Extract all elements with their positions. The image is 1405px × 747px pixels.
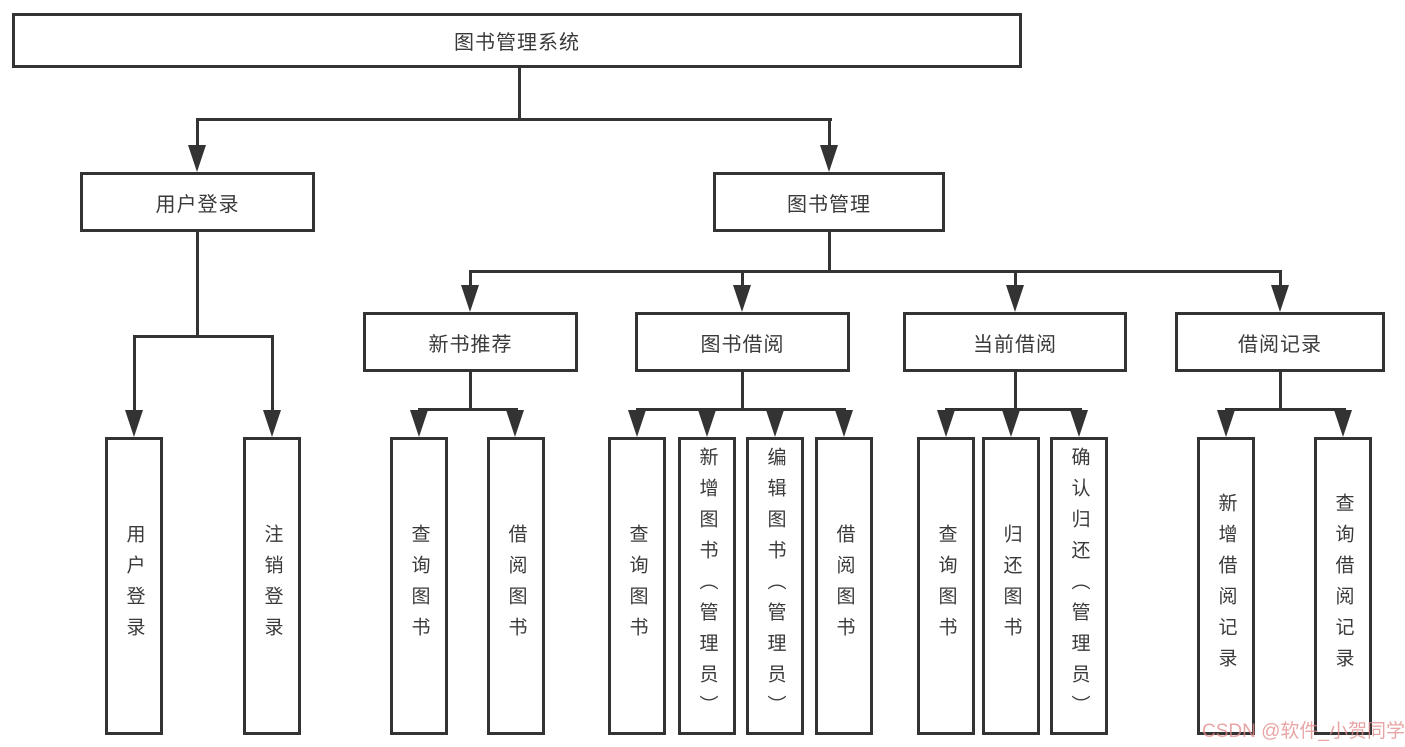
- connector-line: [133, 335, 136, 410]
- connector-line: [1225, 408, 1346, 411]
- node-confirm-return-admin-label: 确认归还（管理员）: [1068, 446, 1090, 726]
- node-root-label: 图书管理系统: [454, 32, 580, 54]
- node-book-management: 图书管理: [713, 172, 945, 232]
- connector-line: [469, 270, 472, 285]
- connector-line: [945, 408, 1082, 411]
- node-query-books-borrow: 查询图书: [608, 437, 666, 735]
- arrow-down-icon: [733, 285, 751, 312]
- connector-line: [828, 232, 831, 270]
- connector-line: [518, 68, 521, 118]
- node-add-borrow-record-label: 新增借阅记录: [1215, 493, 1237, 679]
- node-user-login-leaf: 用户登录: [105, 437, 163, 735]
- arrow-down-icon: [1002, 410, 1020, 437]
- watermark: CSDN @软件_小贺同学: [1202, 721, 1405, 742]
- arrow-down-icon: [263, 410, 281, 437]
- connector-line: [828, 118, 831, 145]
- connector-line: [196, 232, 199, 335]
- node-return-books: 归还图书: [982, 437, 1040, 735]
- arrow-down-icon: [188, 145, 206, 172]
- connector-line: [1014, 372, 1017, 408]
- node-query-books-recommend-label: 查询图书: [408, 524, 430, 648]
- connector-line: [469, 270, 1282, 273]
- node-query-books-current: 查询图书: [917, 437, 975, 735]
- node-borrow-records: 借阅记录: [1175, 312, 1385, 372]
- node-borrow-books-label: 借阅图书: [833, 524, 855, 648]
- node-borrow-books: 借阅图书: [815, 437, 873, 735]
- node-user-login: 用户登录: [80, 172, 315, 232]
- node-user-login-label: 用户登录: [155, 193, 240, 216]
- node-borrow-books-recommend: 借阅图书: [487, 437, 545, 735]
- connector-line: [271, 335, 274, 410]
- node-user-login-leaf-label: 用户登录: [123, 524, 145, 648]
- connector-line: [418, 408, 518, 411]
- node-book-borrowing: 图书借阅: [635, 312, 850, 372]
- arrow-down-icon: [1271, 285, 1289, 312]
- node-borrow-records-label: 借阅记录: [1238, 333, 1322, 356]
- connector-line: [196, 118, 832, 121]
- connector-line: [196, 118, 199, 145]
- connector-line: [1279, 270, 1282, 285]
- connector-line: [636, 408, 846, 411]
- node-logout-leaf: 注销登录: [243, 437, 301, 735]
- node-return-books-label: 归还图书: [1000, 524, 1022, 648]
- node-edit-books-admin-label: 编辑图书（管理员）: [764, 446, 786, 726]
- node-query-books-borrow-label: 查询图书: [626, 524, 648, 648]
- node-root: 图书管理系统: [12, 13, 1022, 68]
- node-query-borrow-record-label: 查询借阅记录: [1332, 493, 1354, 679]
- arrow-down-icon: [628, 410, 646, 437]
- node-query-books-current-label: 查询图书: [935, 524, 957, 648]
- connector-line: [1279, 372, 1282, 408]
- arrow-down-icon: [410, 410, 428, 437]
- node-add-books-admin-label: 新增图书（管理员）: [696, 446, 718, 726]
- arrow-down-icon: [937, 410, 955, 437]
- arrow-down-icon: [1217, 410, 1235, 437]
- node-edit-books-admin: 编辑图书（管理员）: [746, 437, 804, 735]
- arrow-down-icon: [506, 410, 524, 437]
- node-book-management-label: 图书管理: [787, 193, 871, 216]
- connector-line: [133, 335, 274, 338]
- node-current-borrowing-label: 当前借阅: [973, 333, 1057, 356]
- arrow-down-icon: [820, 145, 838, 172]
- node-add-books-admin: 新增图书（管理员）: [678, 437, 736, 735]
- node-query-books-recommend: 查询图书: [390, 437, 448, 735]
- node-book-borrowing-label: 图书借阅: [700, 333, 785, 356]
- arrow-down-icon: [1070, 410, 1088, 437]
- node-query-borrow-record: 查询借阅记录: [1314, 437, 1372, 735]
- node-current-borrowing: 当前借阅: [903, 312, 1127, 372]
- connector-line: [741, 372, 744, 408]
- connector-line: [469, 372, 472, 408]
- node-add-borrow-record: 新增借阅记录: [1197, 437, 1255, 735]
- arrow-down-icon: [835, 410, 853, 437]
- node-confirm-return-admin: 确认归还（管理员）: [1050, 437, 1108, 735]
- arrow-down-icon: [766, 410, 784, 437]
- arrow-down-icon: [1006, 285, 1024, 312]
- connector-line: [741, 270, 744, 285]
- arrow-down-icon: [461, 285, 479, 312]
- arrow-down-icon: [1334, 410, 1352, 437]
- arrow-down-icon: [125, 410, 143, 437]
- connector-line: [1014, 270, 1017, 285]
- node-logout-leaf-label: 注销登录: [261, 524, 283, 648]
- arrow-down-icon: [698, 410, 716, 437]
- node-borrow-books-recommend-label: 借阅图书: [505, 524, 527, 648]
- node-new-book-recommend-label: 新书推荐: [428, 333, 513, 356]
- node-new-book-recommend: 新书推荐: [363, 312, 578, 372]
